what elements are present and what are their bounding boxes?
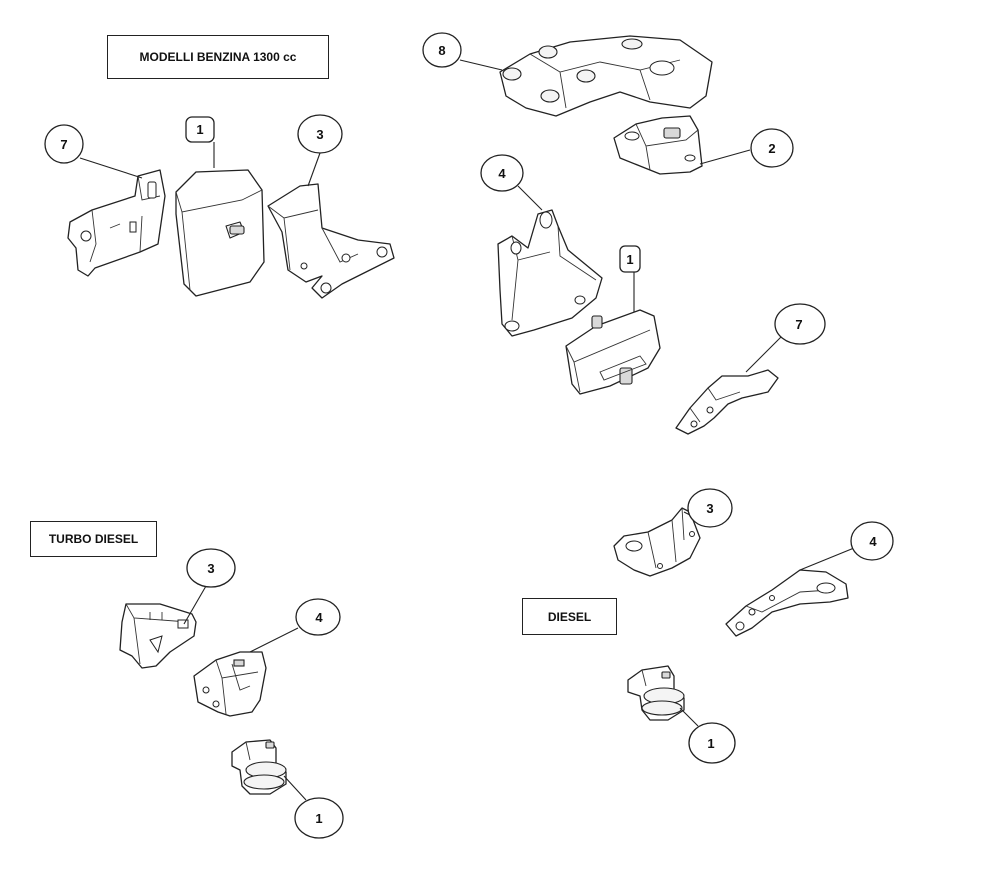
diesel-bracket-3 [613,507,701,577]
benzina-right-bracket-7 [675,369,779,435]
benzina-right-mount-plate-8 [499,35,713,117]
callout-number: 4 [869,534,877,549]
callout-turbo-1: 1 [283,775,344,839]
turbo-bracket-4 [193,651,267,717]
turbo-diesel-title-box: TURBO DIESEL [30,521,157,557]
callout-number: 7 [60,137,67,152]
callout-number: 4 [498,166,506,181]
callout-benzina-left-1: 1 [185,116,215,168]
diesel-bracket-4 [725,569,849,637]
callout-number: 1 [707,736,714,751]
turbo-diesel-title: TURBO DIESEL [48,532,139,546]
diesel-mount-1 [627,665,685,721]
callout-turbo-3: 3 [183,548,236,625]
benzina-right-mount-2 [613,115,703,175]
diesel-title: DIESEL [547,609,592,624]
diesel-title-box: DIESEL [522,598,617,635]
benzina-title-box: MODELLI BENZINA 1300 cc [107,35,329,79]
callout-number: 1 [626,252,633,267]
callout-number: 3 [207,561,214,576]
callout-benzina-right-7: 7 [745,303,826,373]
benzina-left-mount-1 [175,169,265,297]
callout-number: 1 [315,811,322,826]
callout-benzina-right-8: 8 [422,32,503,71]
benzina-right-bracket-4 [497,209,603,337]
turbo-mount-1 [231,739,287,795]
callout-benzina-right-2: 2 [699,128,794,168]
callout-benzina-right-1: 1 [619,245,641,312]
callout-benzina-left-7: 7 [44,124,143,179]
callout-diesel-1: 1 [679,707,736,764]
callout-number: 4 [315,610,323,625]
benzina-right-mount-1 [565,309,661,395]
callout-benzina-right-4: 4 [480,154,543,211]
turbo-bracket-3 [119,603,197,669]
callout-number: 3 [316,127,323,142]
benzina-left-bracket-7 [67,169,166,277]
callout-benzina-left-3: 3 [297,114,343,187]
callout-number: 3 [706,501,713,516]
callout-number: 7 [795,317,802,332]
callout-number: 1 [196,122,203,137]
callout-diesel-3: 3 [683,488,733,528]
benzina-left-bracket-3 [267,183,395,299]
callout-diesel-4: 4 [799,521,894,571]
callout-number: 2 [768,141,775,156]
benzina-title: MODELLI BENZINA 1300 cc [139,50,297,64]
callout-number: 8 [438,43,445,58]
callout-turbo-4: 4 [249,598,341,653]
